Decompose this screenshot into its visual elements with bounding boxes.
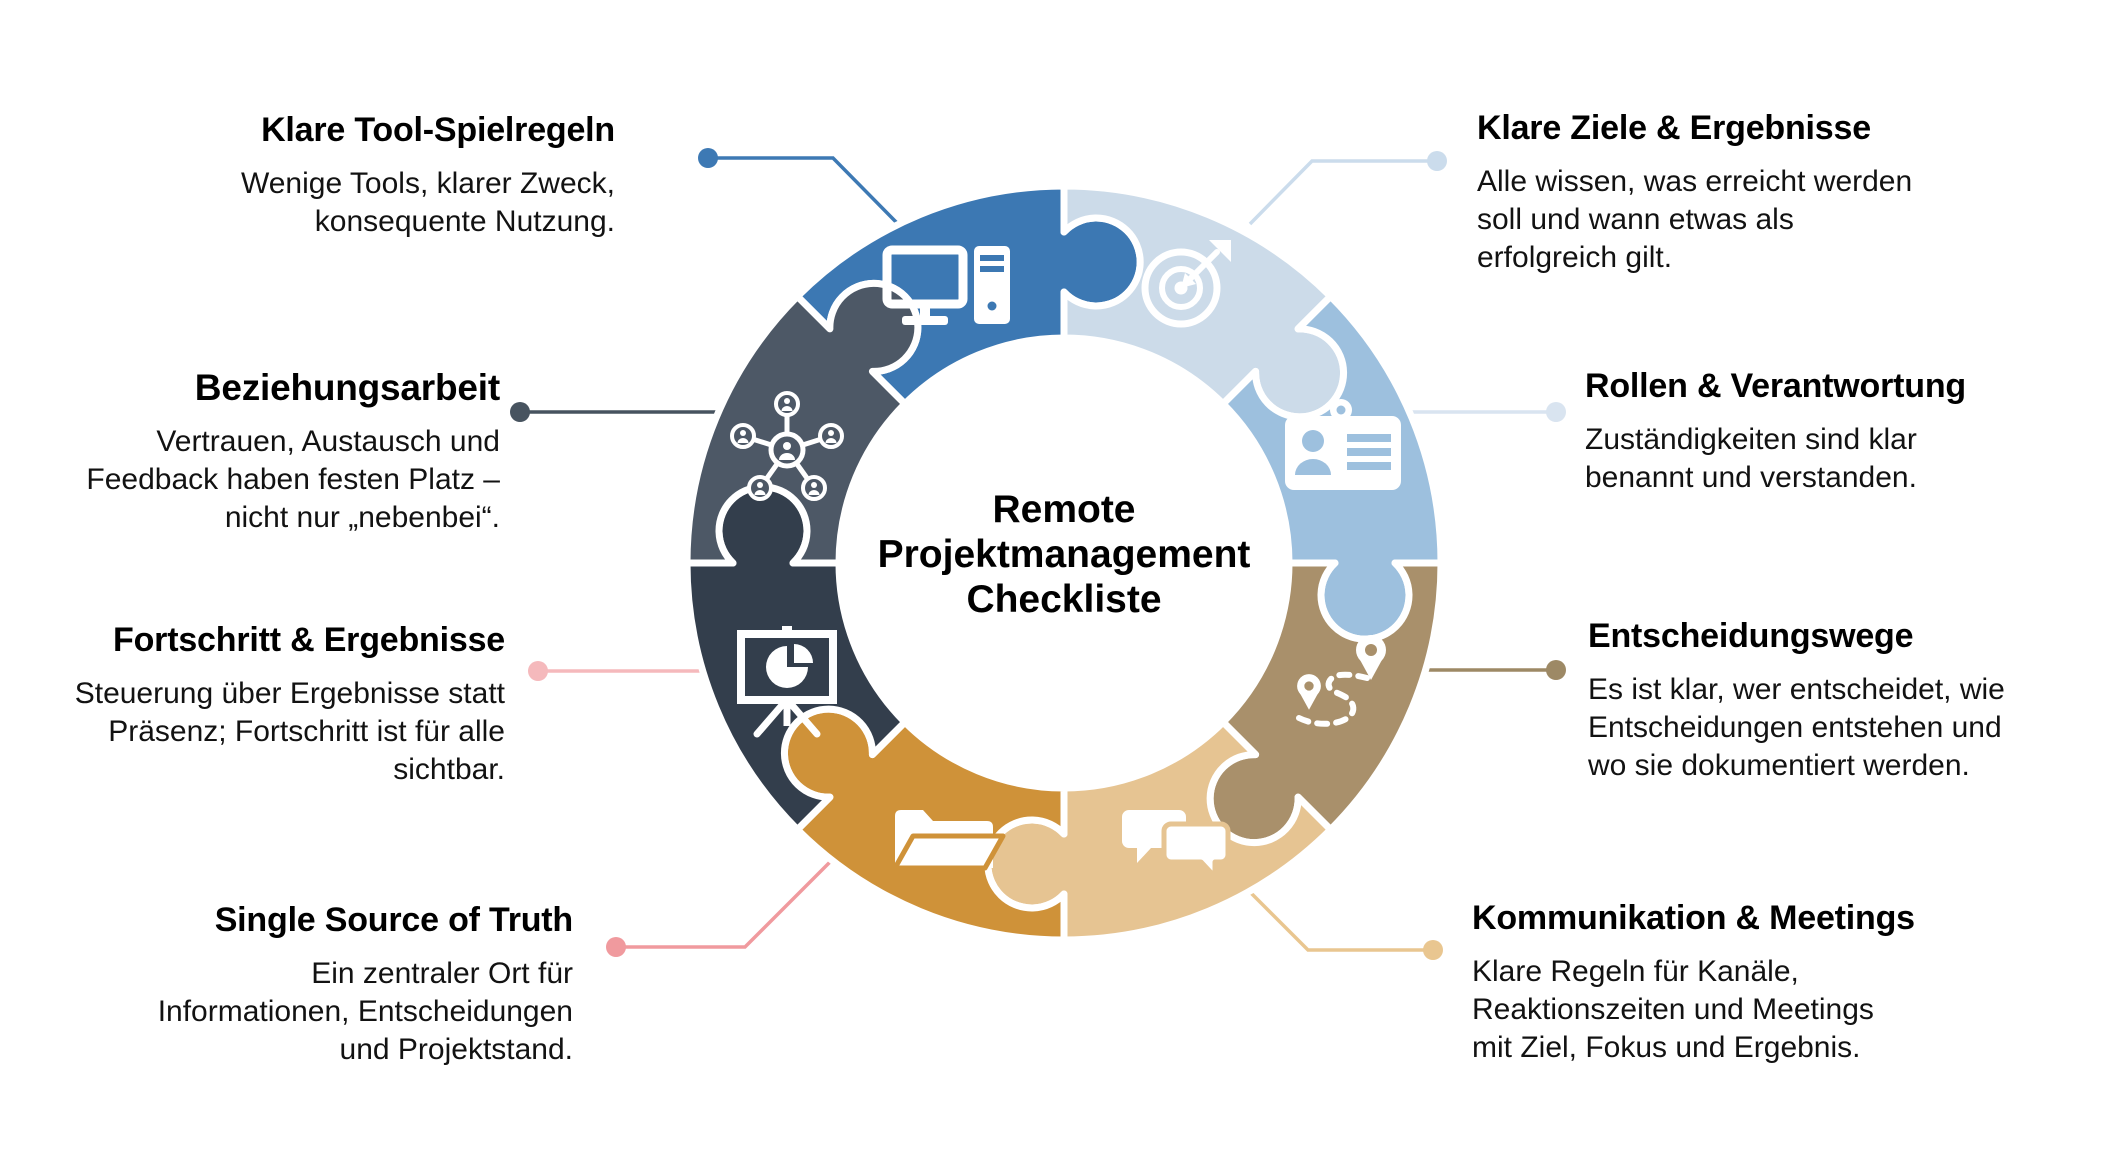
chat-bubbles-icon	[1122, 810, 1231, 880]
section-description: Wenige Tools, klarer Zweck, konsequente …	[240, 167, 615, 238]
section-beziehungsarbeit: Beziehungsarbeit Vertrauen, Austausch un…	[60, 368, 500, 537]
section-title: Klare Ziele & Ergebnisse	[1477, 109, 1871, 147]
connector-dot	[698, 148, 718, 168]
section-tools: Klare Tool-Spielregeln Wenige Tools, kla…	[165, 110, 615, 241]
route-icon	[1296, 635, 1386, 727]
center-line: Remote	[992, 488, 1136, 531]
section-title: Entscheidungswege	[1588, 617, 1914, 655]
connector-dot	[1546, 660, 1566, 680]
section-title: Kommunikation & Meetings	[1472, 899, 1915, 937]
connector-dot	[1423, 940, 1443, 960]
section-ziele: Klare Ziele & Ergebnisse Alle wissen, wa…	[1477, 108, 1937, 277]
section-title: Fortschritt & Ergebnisse	[113, 621, 505, 659]
section-description: Steuerung über Ergebnisse statt Präsenz;…	[74, 677, 505, 786]
people-network-icon	[730, 391, 844, 501]
connector-rollen	[1412, 402, 1566, 422]
section-title: Rollen & Verantwortung	[1585, 367, 1966, 405]
section-description: Ein zentraler Ort für Informationen, Ent…	[157, 957, 573, 1066]
connector-dot	[1546, 402, 1566, 422]
section-entscheidungswege: Entscheidungswege Es ist klar, wer entsc…	[1588, 616, 2048, 785]
section-kommunikation: Kommunikation & Meetings Klare Regeln fü…	[1472, 898, 1932, 1067]
connector-dot	[510, 402, 530, 422]
center-line: Projektmanagement	[877, 533, 1251, 576]
section-title: Single Source of Truth	[214, 901, 573, 939]
id-badge-icon	[1285, 399, 1401, 490]
section-description: Vertrauen, Austausch und Feedback haben …	[86, 425, 500, 534]
presentation-chart-icon	[737, 626, 837, 738]
segment-icons	[730, 240, 1401, 880]
connector-beziehungsarbeit	[510, 402, 716, 422]
folder-icon	[892, 810, 1006, 871]
section-description: Zuständigkeiten sind klar benannt und ve…	[1585, 423, 1917, 494]
connector-single-source	[606, 858, 834, 957]
connector-dot	[606, 937, 626, 957]
section-description: Klare Regeln für Kanäle, Reaktionszeiten…	[1472, 955, 1874, 1064]
section-fortschritt: Fortschritt & Ergebnisse Steuerung über …	[45, 620, 505, 789]
section-single-source: Single Source of Truth Ein zentraler Ort…	[113, 900, 573, 1069]
connector-dot	[1427, 151, 1447, 171]
connector-dot	[528, 661, 548, 681]
center-line: Checkliste	[966, 578, 1162, 621]
connector-tools	[698, 148, 900, 226]
section-title: Klare Tool-Spielregeln	[261, 111, 615, 149]
section-description: Alle wissen, was erreicht werden soll un…	[1477, 165, 1913, 274]
target-icon	[1141, 240, 1231, 328]
section-description: Es ist klar, wer entscheidet, wie Entsch…	[1588, 673, 2005, 782]
section-rollen: Rollen & Verantwortung Zuständigkeiten s…	[1585, 366, 2025, 497]
connector-entscheidungswege	[1428, 660, 1566, 680]
connector-fortschritt	[528, 661, 701, 681]
wheel-center-title: Remote Projektmanagement Checkliste	[814, 487, 1314, 622]
section-title: Beziehungsarbeit	[194, 367, 500, 408]
connector-kommunikation	[1248, 890, 1443, 960]
computer-icon	[882, 245, 1010, 325]
wheel-segment-ziele	[1060, 182, 1348, 421]
connector-ziele	[1248, 151, 1447, 226]
